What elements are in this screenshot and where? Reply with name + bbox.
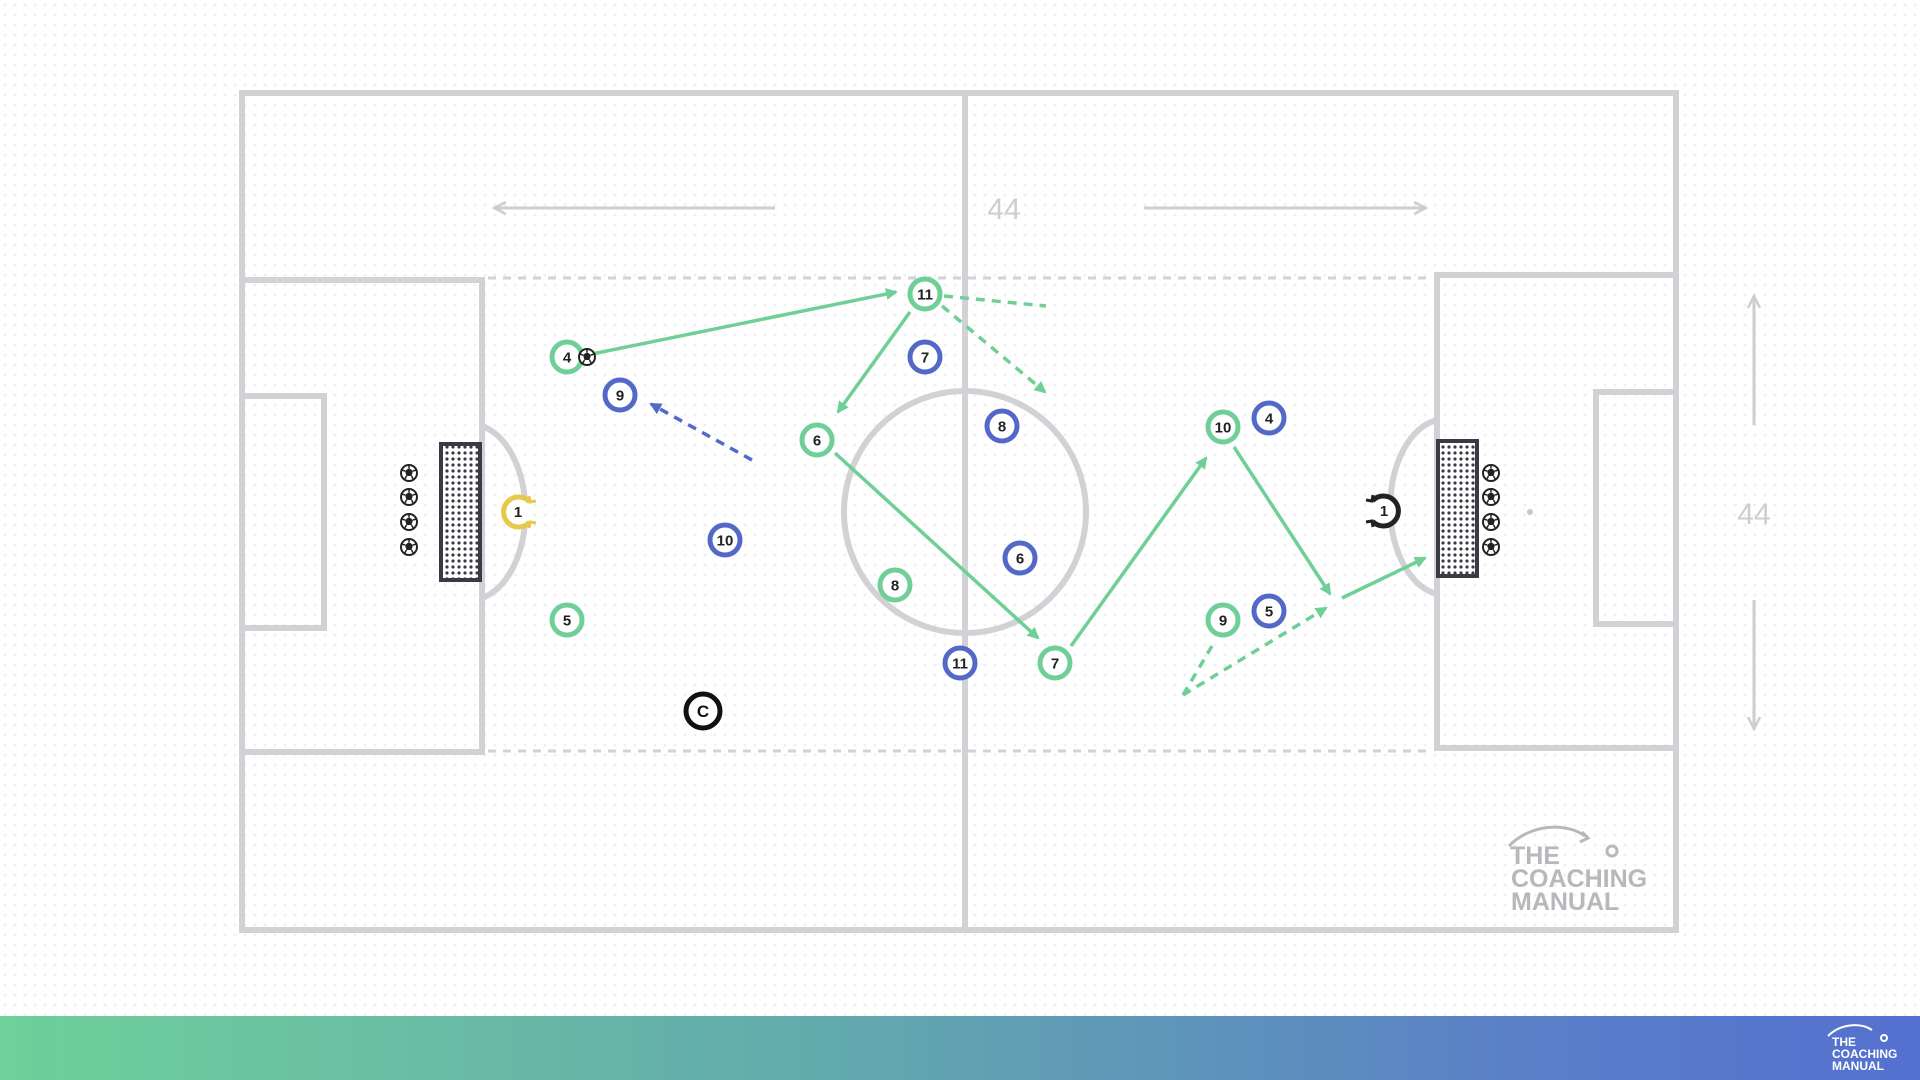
- pass-arrow: [591, 288, 898, 356]
- pass-arrow: [833, 451, 1040, 640]
- player-blue-7[interactable]: 7: [907, 339, 943, 375]
- logo-icon: THE COACHING MANUAL: [1507, 825, 1647, 916]
- player-green-9[interactable]: 9: [1205, 602, 1241, 638]
- run-arrow: [1182, 606, 1328, 697]
- player-blue-4[interactable]: 4: [1251, 400, 1287, 436]
- player-blue-5[interactable]: 5: [1251, 593, 1287, 629]
- coach-icon[interactable]: C: [683, 691, 723, 731]
- pressing-run-arrow: [649, 402, 753, 462]
- svg-text:9: 9: [616, 388, 624, 405]
- player-blue-10[interactable]: 10: [707, 522, 743, 558]
- svg-text:10: 10: [1215, 420, 1232, 437]
- svg-text:8: 8: [998, 419, 1006, 436]
- width-label: 44: [1737, 498, 1770, 531]
- player-green-10[interactable]: 10: [1205, 409, 1241, 445]
- goal-area-left: [242, 393, 327, 631]
- team-blue: 9 7 8 10 6 11: [602, 339, 1287, 681]
- player-blue-6[interactable]: 6: [1002, 540, 1038, 576]
- player-green-4[interactable]: 4: [549, 339, 585, 375]
- player-green-6[interactable]: 6: [799, 422, 835, 458]
- svg-text:6: 6: [1016, 551, 1024, 568]
- svg-text:4: 4: [1265, 411, 1274, 428]
- player-green-7[interactable]: 7: [1037, 645, 1073, 681]
- pass-arrow: [1232, 446, 1332, 596]
- pass-arrow: [1069, 456, 1208, 648]
- goal-icon: [1436, 439, 1479, 578]
- shot-arrow: [1341, 556, 1427, 600]
- zone-lines: [488, 276, 1430, 753]
- centre-circle: [841, 388, 1089, 636]
- run-arrow: [943, 294, 1047, 308]
- svg-text:9: 9: [1219, 613, 1227, 630]
- svg-text:1: 1: [1380, 503, 1388, 520]
- run-arrow: [940, 304, 1047, 394]
- ball-icon: [1482, 538, 1500, 556]
- player-green-11[interactable]: 11: [907, 276, 943, 312]
- svg-text:C: C: [697, 702, 709, 721]
- team-green: 4 11 6 8 7 10: [549, 276, 1241, 681]
- svg-text:7: 7: [1051, 656, 1059, 673]
- pitch-diagram: 44 44: [239, 90, 1771, 933]
- goalkeeper-right[interactable]: 1: [1365, 493, 1401, 529]
- goal-right: [1436, 439, 1479, 578]
- footer-bar: THE COACHING MANUAL: [0, 1016, 1920, 1080]
- player-blue-9[interactable]: 9: [602, 377, 638, 413]
- goal-area-right: [1593, 389, 1676, 627]
- penalty-spot-right: [1527, 509, 1533, 515]
- pass-arrow: [836, 310, 912, 414]
- ball-icon: [400, 513, 418, 531]
- player-green-5[interactable]: 5: [549, 602, 585, 638]
- player-blue-11[interactable]: 11: [942, 645, 978, 681]
- ball-icon: [400, 538, 418, 556]
- svg-text:1: 1: [514, 504, 522, 521]
- svg-text:8: 8: [891, 578, 899, 595]
- pitch-outline: [239, 90, 1679, 933]
- svg-text:10: 10: [717, 533, 734, 550]
- svg-text:11: 11: [917, 287, 933, 304]
- logo-line-2: COACHING: [1511, 865, 1647, 893]
- footer-logo: THE COACHING MANUAL: [1827, 1024, 1897, 1073]
- length-label: 44: [987, 193, 1020, 226]
- player-blue-8[interactable]: 8: [984, 408, 1020, 444]
- goal-left: [439, 442, 482, 582]
- logo-line-3: MANUAL: [1511, 888, 1619, 916]
- movement-arrows: [591, 288, 1427, 697]
- ball-supply-left: [400, 464, 418, 556]
- ball-icon: [400, 488, 418, 506]
- svg-text:7: 7: [921, 350, 929, 367]
- player-green-8[interactable]: 8: [877, 567, 913, 603]
- footer-logo-line-1: THE: [1832, 1035, 1856, 1049]
- ball-supply-right: [1482, 464, 1500, 556]
- ball-icon: [400, 464, 418, 482]
- footer-logo-line-3: MANUAL: [1832, 1059, 1884, 1073]
- svg-text:11: 11: [952, 656, 968, 673]
- footer-logo-line-2: COACHING: [1832, 1047, 1897, 1061]
- ball-icon: [1482, 488, 1500, 506]
- svg-text:4: 4: [563, 350, 572, 367]
- svg-text:5: 5: [1265, 604, 1273, 621]
- dimension-markers: 44 44: [494, 193, 1771, 729]
- svg-text:6: 6: [813, 433, 821, 450]
- logo-line-1: THE: [1510, 842, 1560, 870]
- ball-icon: [1482, 464, 1500, 482]
- svg-text:5: 5: [563, 613, 571, 630]
- ball-icon: [578, 348, 596, 366]
- goalkeeper-left[interactable]: 1: [501, 494, 537, 530]
- ball-icon: [1482, 513, 1500, 531]
- goal-icon: [439, 442, 482, 582]
